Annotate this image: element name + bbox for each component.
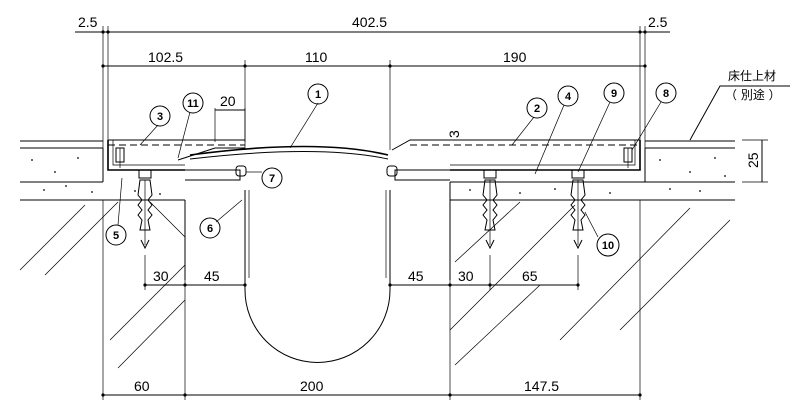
anchor-bolt-left xyxy=(137,169,153,250)
dim-anchor-right-from-gap: 45 xyxy=(408,268,424,284)
callout-9: 9 xyxy=(603,82,625,104)
svg-text:11: 11 xyxy=(187,98,199,110)
callout-2: 2 xyxy=(526,97,548,119)
section-hatching xyxy=(19,201,731,369)
edge-anchor-left xyxy=(115,147,125,168)
svg-text:7: 7 xyxy=(269,173,275,185)
callout-leaders xyxy=(117,101,662,238)
dimension-texts: 2.5 402.5 2.5 102.5 110 190 20 3 25 30 4… xyxy=(78,14,761,394)
dim-anchor-left-to-gap: 45 xyxy=(204,268,220,284)
joint-assembly xyxy=(107,139,641,181)
svg-text:9: 9 xyxy=(611,88,617,100)
floor-finish-note: 床仕上材 （ 別途 ） xyxy=(689,69,790,141)
callout-1: 1 xyxy=(307,83,329,105)
dim-floor-thickness: 25 xyxy=(745,152,761,168)
anchor-bolt-center-right xyxy=(482,169,498,250)
dimension-lines xyxy=(75,30,768,397)
callout-5: 5 xyxy=(105,224,127,246)
floor-structure xyxy=(20,140,735,280)
note-floor-finish-line2: （ 別途 ） xyxy=(725,87,781,102)
dim-anchor-right-offset: 30 xyxy=(458,268,474,284)
anchor-bolt-far-right xyxy=(570,169,586,250)
callout-7: 7 xyxy=(261,167,283,189)
drain-trough xyxy=(244,190,391,363)
svg-text:6: 6 xyxy=(207,223,213,235)
extension-lines xyxy=(102,26,646,400)
dim-upper-center: 110 xyxy=(305,49,328,65)
callout-11: 11 xyxy=(182,92,204,114)
dim-top-right-edge: 2.5 xyxy=(648,14,668,30)
callout-3: 3 xyxy=(149,105,171,127)
callouts: 1 2 3 4 5 6 7 8 xyxy=(105,82,677,257)
svg-text:10: 10 xyxy=(602,240,614,252)
dim-top-total: 402.5 xyxy=(352,14,387,30)
dim-top-left-edge: 2.5 xyxy=(78,14,98,30)
svg-text:5: 5 xyxy=(113,230,119,242)
note-floor-finish-line1: 床仕上材 xyxy=(728,69,776,83)
dim-bottom-right: 147.5 xyxy=(524,378,559,394)
dim-bottom-left: 60 xyxy=(134,378,150,394)
callout-6: 6 xyxy=(199,217,221,239)
edge-anchor-right xyxy=(623,147,633,168)
dim-upper-left: 102.5 xyxy=(148,49,183,65)
svg-text:2: 2 xyxy=(534,103,540,115)
dim-slope-width: 20 xyxy=(220,93,236,109)
dim-anchor-left-offset: 30 xyxy=(153,268,169,284)
svg-text:4: 4 xyxy=(565,91,572,103)
concrete-speckle xyxy=(31,157,726,195)
callout-10: 10 xyxy=(596,233,620,257)
svg-text:8: 8 xyxy=(663,88,669,100)
anchor-bolts xyxy=(115,147,633,250)
dim-upper-right: 190 xyxy=(503,49,527,65)
dim-anchor-right-span: 65 xyxy=(522,268,538,284)
svg-text:3: 3 xyxy=(157,111,163,123)
dim-bottom-center: 200 xyxy=(300,378,324,394)
callout-8: 8 xyxy=(655,82,677,104)
dim-cover-gap: 3 xyxy=(446,130,462,138)
svg-text:1: 1 xyxy=(315,89,321,101)
callout-4: 4 xyxy=(557,85,579,107)
